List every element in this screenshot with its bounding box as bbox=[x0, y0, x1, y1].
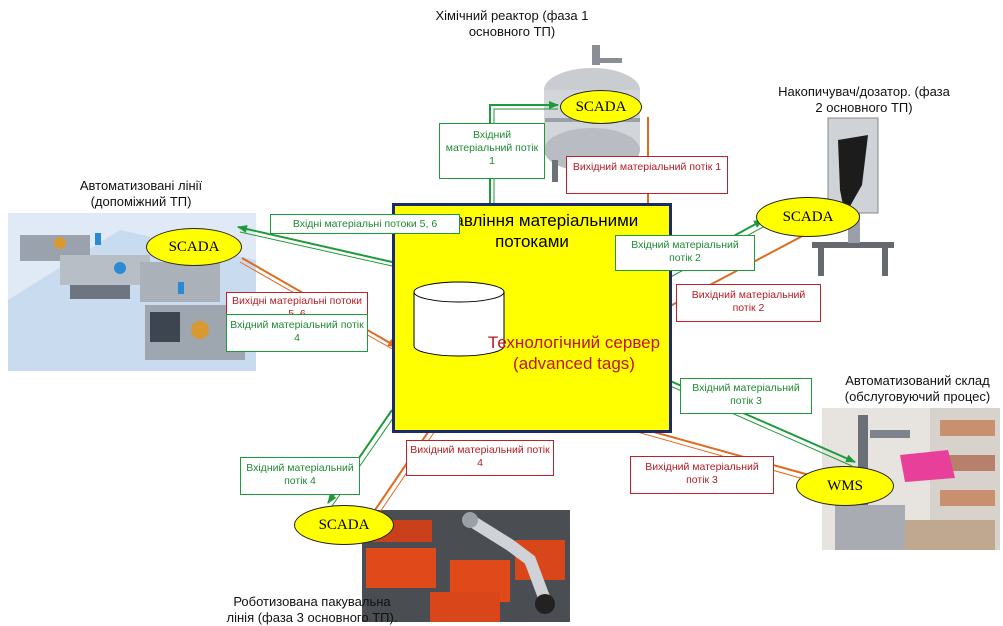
flow-out4-label: Вихідний матеріальний потік 4 bbox=[406, 440, 554, 476]
flow-out56-label: Вихідні матеріальні потоки 5, 6 bbox=[226, 292, 368, 316]
lines-label: Автоматизовані лінії (допоміжний ТП) bbox=[79, 178, 203, 209]
accumulator-picture bbox=[812, 117, 894, 276]
accumulator-label: Накопичувач/дозатор. (фаза 2 основного Т… bbox=[778, 84, 950, 115]
warehouse-label: Автоматизований склад (обслуговуючий про… bbox=[844, 373, 991, 404]
flow-in2-label: Вхідний матеріальний потік 2 bbox=[615, 235, 755, 271]
flow-out3-label: Вихідний матеріальний потік 3 bbox=[630, 456, 774, 494]
lines-scada-badge: SCADA bbox=[146, 228, 242, 266]
flow-in4-bottom-label: Вхідний матеріальний потік 4 bbox=[240, 457, 360, 495]
flow-out2-label: Вихідний матеріальний потік 2 bbox=[676, 284, 821, 322]
flow-in3-label: Вхідний матеріальний потік 3 bbox=[680, 378, 812, 414]
packing-scada-badge: SCADA bbox=[294, 505, 394, 545]
flow-out1-label: Вихідний матеріальний потік 1 bbox=[566, 156, 728, 194]
center-title: Управління матеріальними потоками bbox=[425, 211, 639, 251]
technological-server-label: Технологічний сервер (advanced tags) bbox=[487, 333, 661, 373]
packing-label: Роботизована пакувальна лінія (фаза 3 ос… bbox=[226, 594, 398, 625]
packing-picture bbox=[362, 510, 570, 622]
flow-in4-left-label: Вхідний матеріальний потік 4 bbox=[226, 314, 368, 352]
reactor-scada-badge: SCADA bbox=[560, 90, 642, 124]
reactor-label: Хімічний реактор (фаза 1 основного ТП) bbox=[435, 8, 589, 39]
warehouse-picture bbox=[822, 408, 1000, 550]
warehouse-wms-badge: WMS bbox=[796, 466, 894, 506]
accumulator-scada-badge: SCADA bbox=[756, 197, 860, 237]
flow-in56-arrow bbox=[237, 225, 393, 263]
flow-in1-label: Вхідний матеріальний потік 1 bbox=[439, 123, 545, 179]
database-icon bbox=[413, 281, 505, 357]
flow-in56-label: Вхідні матеріальні потоки 5, 6 bbox=[270, 214, 460, 234]
